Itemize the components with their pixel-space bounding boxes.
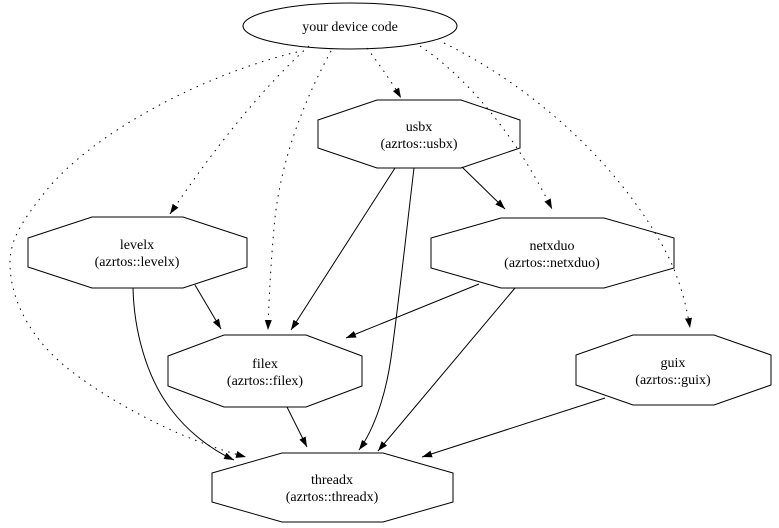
node-device-label: your device code [302, 20, 398, 35]
edge-device-netxduo [419, 45, 553, 210]
edge-levelx-filex [194, 284, 222, 330]
edge-filex-threadx [286, 406, 308, 448]
node-filex-label: filex [252, 357, 278, 372]
node-threadx-label: threadx [311, 473, 353, 488]
node-guix-label: guix [661, 356, 686, 371]
node-threadx-sublabel: (azrtos::threadx) [286, 490, 379, 505]
node-levelx: levelx (azrtos::levelx) [27, 216, 248, 289]
edge-netxduo-threadx [377, 287, 516, 452]
usbx-octagon [317, 99, 521, 169]
levelx-octagon [27, 216, 248, 289]
node-threadx: threadx (azrtos::threadx) [211, 452, 454, 523]
edge-levelx-threadx [132, 287, 235, 461]
edge-usbx-threadx [358, 167, 415, 451]
edge-device-filex [264, 50, 332, 331]
node-device: your device code [242, 2, 458, 50]
device-ellipse [242, 2, 458, 50]
node-netxduo-label: netxduo [529, 239, 574, 254]
node-levelx-sublabel: (azrtos::levelx) [95, 255, 180, 270]
edge-device-usbx [366, 47, 402, 99]
edge-guix-threadx [421, 397, 606, 458]
node-guix: guix (azrtos::guix) [575, 334, 772, 406]
node-guix-sublabel: (azrtos::guix) [635, 373, 711, 388]
node-filex: filex (azrtos::filex) [167, 334, 363, 408]
node-netxduo: netxduo (azrtos::netxduo) [430, 217, 675, 289]
filex-octagon [167, 334, 363, 408]
edge-device-threadx [9, 51, 298, 458]
guix-octagon [575, 334, 772, 406]
node-levelx-label: levelx [120, 238, 154, 253]
edge-usbx-netxduo [461, 166, 506, 210]
edge-usbx-filex [290, 167, 396, 331]
edge-device-levelx [169, 45, 310, 215]
node-usbx-label: usbx [406, 120, 432, 135]
node-usbx-sublabel: (azrtos::usbx) [381, 137, 458, 152]
node-filex-sublabel: (azrtos::filex) [227, 374, 304, 389]
edge-netxduo-filex [345, 283, 480, 339]
node-netxduo-sublabel: (azrtos::netxduo) [504, 256, 600, 271]
node-usbx: usbx (azrtos::usbx) [317, 99, 521, 169]
threadx-octagon [211, 452, 454, 523]
netxduo-octagon [430, 217, 675, 289]
